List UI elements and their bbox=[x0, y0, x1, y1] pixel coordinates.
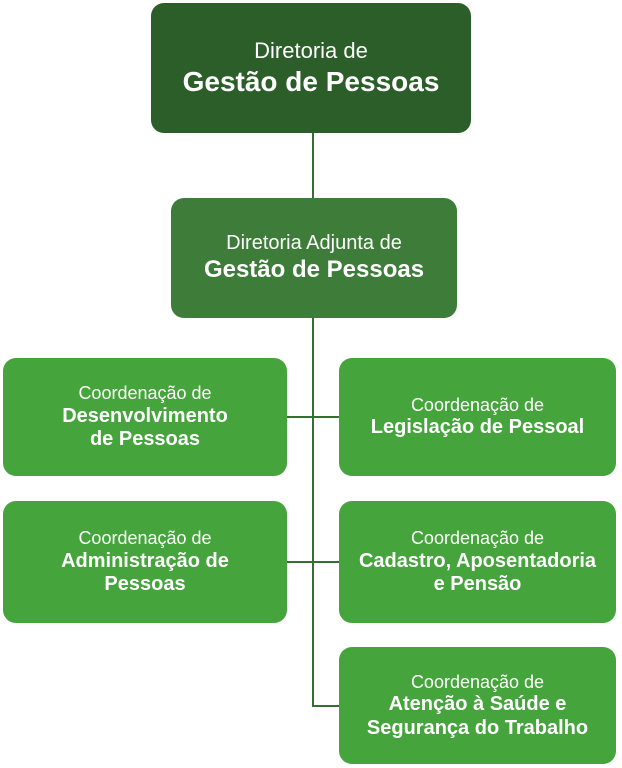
node-line-bold: Administração de bbox=[61, 549, 229, 572]
node-line-bold: Gestão de Pessoas bbox=[203, 256, 425, 284]
node-line-bold: Desenvolvimento bbox=[62, 404, 228, 427]
node-line-bold: Atenção à Saúde e bbox=[388, 693, 567, 716]
node-coordenacao-atencao-a-saude-e-seguranca-do-trabalho: Coordenação de Atenção à Saúde e Seguran… bbox=[339, 647, 616, 764]
node-line-regular: Coordenação de bbox=[410, 528, 545, 549]
node-diretoria-gestao-de-pessoas: Diretoria de Gestão de Pessoas bbox=[151, 3, 471, 133]
node-coordenacao-cadastro-aposentadoria-e-pensao: Coordenação de Cadastro, Aposentadoria e… bbox=[339, 501, 616, 623]
connector-row1 bbox=[285, 416, 340, 418]
node-line-regular: Coordenação de bbox=[78, 528, 212, 549]
node-coordenacao-legislacao-de-pessoal: Coordenação de Legislação de Pessoal bbox=[339, 358, 616, 476]
node-line-bold: Pessoas bbox=[104, 573, 186, 596]
node-line-regular: Diretoria de bbox=[254, 38, 368, 64]
node-line-bold: Cadastro, Aposentadoria bbox=[358, 549, 597, 572]
connector-trunk bbox=[312, 317, 314, 707]
node-line-regular: Coordenação de bbox=[78, 383, 212, 404]
node-line-regular: Coordenação de bbox=[410, 394, 545, 415]
node-line-regular: Diretoria Adjunta de bbox=[226, 232, 402, 255]
node-line-bold: de Pessoas bbox=[89, 428, 201, 451]
node-line-regular: Coordenação de bbox=[410, 671, 545, 692]
connector-root-to-adjunct bbox=[312, 132, 314, 199]
node-line-bold: Gestão de Pessoas bbox=[182, 65, 440, 97]
node-coordenacao-administracao-de-pessoas: Coordenação de Administração de Pessoas bbox=[3, 501, 287, 623]
connector-row2 bbox=[285, 561, 340, 563]
node-line-bold: e Pensão bbox=[433, 573, 522, 596]
node-line-bold: Legislação de Pessoal bbox=[370, 416, 585, 439]
node-diretoria-adjunta-gestao-de-pessoas: Diretoria Adjunta de Gestão de Pessoas bbox=[171, 198, 457, 318]
connector-row3 bbox=[312, 705, 340, 707]
node-coordenacao-desenvolvimento-de-pessoas: Coordenação de Desenvolvimento de Pessoa… bbox=[3, 358, 287, 476]
node-line-bold: Segurança do Trabalho bbox=[366, 716, 589, 739]
